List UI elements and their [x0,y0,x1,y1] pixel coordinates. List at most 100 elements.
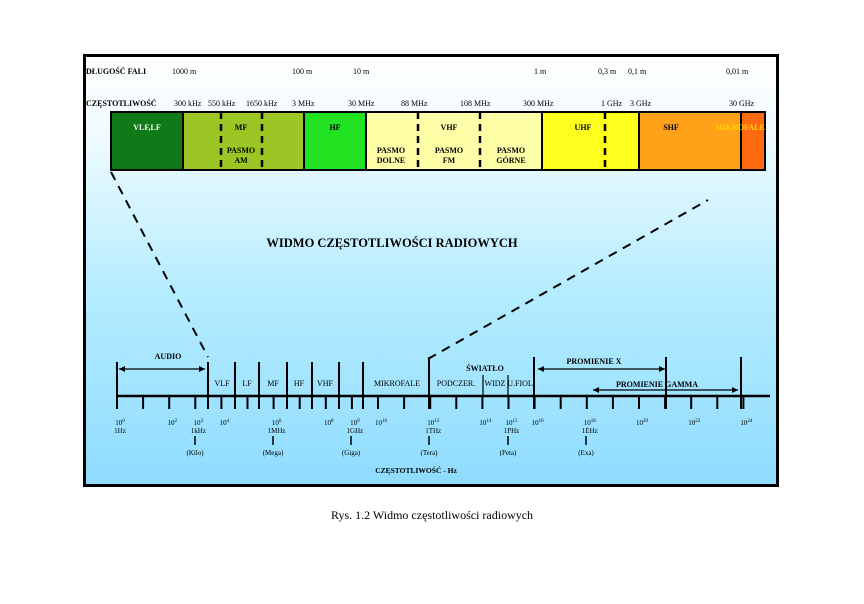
band-label-mf: MF [235,123,248,132]
band-label-mikrofale: MIKROFALE [715,123,765,132]
axis-tick-label: 1014 [479,419,492,427]
label-audio: AUDIO [155,352,182,361]
label-promienie-gamma: PROMIENIE GAMMA [616,380,698,389]
frequency-value: 30 MHz [348,99,375,108]
axis-minor-ticks [116,396,745,409]
wavelength-value: 1000 m [172,67,197,76]
x-ray-arrow-left [538,366,544,372]
band-label-pasmo-gorne-1: PASMO [497,146,525,155]
band-uhf [542,112,639,170]
band-label-pasmo-dolne-1: PASMO [377,146,405,155]
gamma-arrow-left [593,387,599,393]
axis-tick-unit: 1EHz [582,427,598,435]
main-title: WIDMO CZĘSTOTLIWOŚCI RADIOWYCH [266,236,517,250]
frequency-values: 300 kHz 550 kHz 1650 kHz 3 MHz 30 MHz 88… [174,99,755,108]
segment-ufiol: U.FIOL [507,379,533,388]
prefix-mega: (Mega) [263,449,284,457]
audio-arrow-right [199,366,205,372]
axis-tick-label: 1020 [636,419,649,427]
figure-caption: Rys. 1.2 Widmo częstotliwości radiowych [330,508,534,522]
segment-podczer: PODCZER. [437,379,475,388]
zoom-lines [110,171,709,360]
band-mf [183,112,304,170]
axis-tick-unit: 1kHz [191,427,206,435]
frequency-value: 88 MHz [401,99,428,108]
axis-tick-label: 1024 [740,419,753,427]
prefix-exa: (Exa) [578,449,594,457]
axis-tick-label: 102 [167,419,177,427]
wavelength-values: 1000 m 100 m 10 m 1 m 0,3 m 0,1 m 0,01 m [172,67,749,76]
axis-tick-label: 109 [350,419,360,427]
band-label-vlf-lf: VLF,LF [133,123,161,132]
band-label-uhf: UHF [575,123,592,132]
frequency-value: 108 MHz [460,99,491,108]
band-label-pasmo-fm-2: FM [443,156,456,165]
axis-tick-label: 104 [220,419,230,427]
band-label-pasmo-am-2: AM [234,156,248,165]
band-shf [639,112,741,170]
band-vhf [366,112,542,170]
frequency-label: CZĘSTOTLIWOŚĆ [86,98,157,108]
frequency-value: 30 GHz [729,99,755,108]
spectrum-region: AUDIO VLF LF MF HF VHF MIKROFALE [116,352,742,409]
axis-prefixes: (Kilo) (Mega) (Giga) (Tera) (Peta) (Exa) [186,436,594,457]
wavelength-value: 0,01 m [726,67,749,76]
axis-tick-label: 1010 [375,419,388,427]
axis-tick-unit: 1GHz [347,427,364,435]
axis-tick-label: 1015 [506,419,519,427]
band-label-pasmo-dolne-2: DOLNE [377,156,405,165]
wavelength-value: 1 m [534,67,547,76]
label-swiatlo: ŚWIATŁO [466,363,504,373]
light-subdividers [482,375,509,397]
axis-label: CZĘSTOTLIWOŚĆ - Hz [375,465,457,475]
segment-widz: WIDZ [485,379,506,388]
wavelength-value: 100 m [292,67,313,76]
frequency-value: 550 kHz [208,99,236,108]
frequency-value: 1650 kHz [246,99,278,108]
segment-vlf: VLF [214,379,230,388]
band-label-pasmo-fm-1: PASMO [435,146,463,155]
frequency-value: 1 GHz [601,99,623,108]
band-bar-border [110,111,766,171]
band-label-hf: HF [329,123,340,132]
band-mikrofale [741,112,765,170]
band-label-pasmo-gorne-2: GÓRNE [496,155,525,165]
axis-tick-label: 106 [272,419,282,427]
audio-arrow-left [119,366,125,372]
band-bar: VLF,LF MF PASMO AM HF PASMO DOLNE VHF PA… [110,111,766,171]
segment-lf: LF [242,379,252,388]
frequency-value: 3 MHz [292,99,315,108]
band-label-vhf: VHF [441,123,458,132]
axis-tick-label: 1022 [688,419,701,427]
axis-tick-unit: 1Hz [114,427,126,435]
prefix-kilo: (Kilo) [186,449,204,457]
gamma-arrow-right [732,387,738,393]
axis-tick-label: 108 [324,419,334,427]
frequency-value: 300 MHz [523,99,554,108]
band-label-pasmo-am-1: PASMO [227,146,255,155]
spectrum-figure: DŁUGOŚĆ FALI 1000 m 100 m 10 m 1 m 0,3 m… [86,57,776,484]
axis-tick-label: 1016 [532,419,545,427]
frequency-value: 300 kHz [174,99,202,108]
axis-tick-label: 1012 [427,419,440,427]
segment-mikrofale: MIKROFALE [374,379,420,388]
prefix-tera: (Tera) [421,449,439,457]
label-promienie-x: PROMIENIE X [567,357,622,366]
wavelength-value: 10 m [353,67,370,76]
axis-tick-unit: 1PHz [504,427,520,435]
band-hf [304,112,366,170]
wavelength-value: 0,1 m [628,67,647,76]
segment-hf: HF [294,379,305,388]
x-ray-arrow-right [659,366,665,372]
axis-tick-label: 1018 [584,419,597,427]
axis-tick-label: 103 [194,419,204,427]
band-vlf-lf [111,112,183,170]
wavelength-label: DŁUGOŚĆ FALI [86,66,146,76]
prefix-peta: (Peta) [500,449,517,457]
axis-tick-unit: 1THz [425,427,441,435]
band-label-shf: SHF [663,123,679,132]
segment-vhf: VHF [317,379,334,388]
figure-frame: DŁUGOŚĆ FALI 1000 m 100 m 10 m 1 m 0,3 m… [83,54,779,487]
